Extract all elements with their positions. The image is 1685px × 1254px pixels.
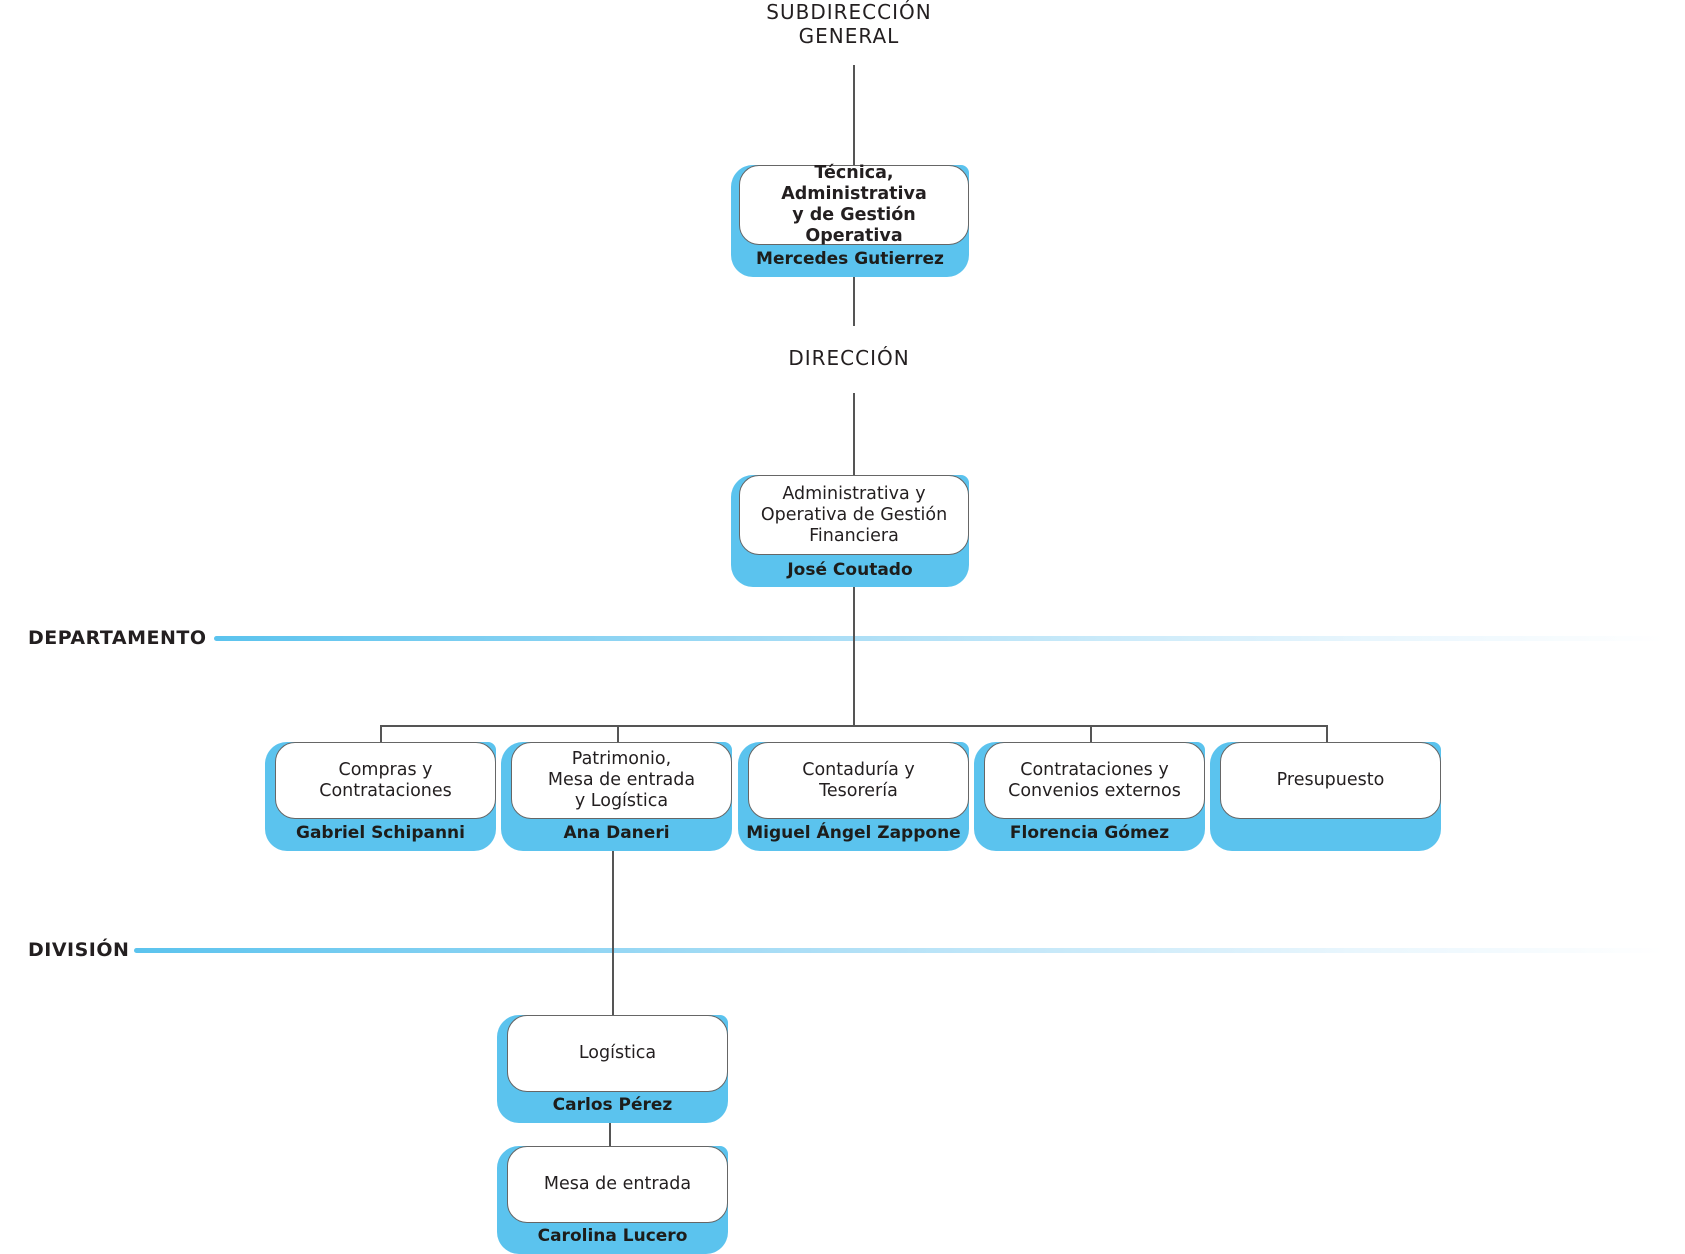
node-person: Ana Daneri [563,823,670,843]
connector-bus-presupuesto [1326,725,1328,743]
node-person: Florencia Gómez [1009,823,1170,843]
node-title: Administrativa y Operativa de Gestión Fi… [739,475,969,555]
node-mesa-de-entrada: Mesa de entrada Carolina Lucero [497,1146,728,1254]
connector-direccion-administrativa [853,393,855,476]
node-title: Contrataciones y Convenios externos [984,742,1205,819]
band-label-departamento: DEPARTAMENTO [28,627,207,649]
node-person: Carolina Lucero [537,1226,688,1246]
node-title: Mesa de entrada [507,1146,728,1223]
node-title: Logística [507,1015,728,1092]
node-person: Gabriel Schipanni [295,823,465,843]
connector-bus-patrimonio [617,725,619,743]
node-person: José Coutado [787,560,913,580]
node-presupuesto: Presupuesto [1210,742,1441,851]
node-patrimonio: Patrimonio, Mesa de entrada y Logística … [501,742,732,851]
connector-bus-contrataciones [1090,725,1092,743]
node-title: Contaduría y Tesorería [748,742,969,819]
band-line-departamento [214,636,1664,641]
node-title: Técnica, Administrativa y de Gestión Ope… [739,163,969,246]
node-person: Mercedes Gutierrez [756,249,944,269]
connector-administrativa-departamentos [853,586,855,726]
node-tecnica-administrativa: Técnica, Administrativa y de Gestión Ope… [731,163,969,277]
connector-departamentos-bus [380,725,1326,727]
band-line-division [134,948,1664,953]
node-logistica: Logística Carlos Pérez [497,1015,728,1123]
connector-subdireccion-tecnica [853,65,855,166]
node-compras: Compras y Contrataciones Gabriel Schipan… [265,742,496,851]
node-administrativa-operativa: Administrativa y Operativa de Gestión Fi… [731,475,969,587]
node-contaduria: Contaduría y Tesorería Miguel Ángel Zapp… [738,742,969,851]
level-subdireccion-general: SUBDIRECCIÓN GENERAL [766,0,932,48]
band-label-division: DIVISIÓN [28,939,130,961]
node-title: Presupuesto [1220,742,1441,819]
level-direccion: DIRECCIÓN [788,346,910,370]
connector-patrimonio-logistica [612,851,614,1016]
connector-bus-compras [380,725,382,743]
node-person: Carlos Pérez [552,1095,673,1115]
node-title: Compras y Contrataciones [275,742,496,819]
connector-tecnica-direccion [853,276,855,326]
node-person: Miguel Ángel Zappone [746,823,961,843]
node-title: Patrimonio, Mesa de entrada y Logística [511,742,732,819]
node-contrataciones: Contrataciones y Convenios externos Flor… [974,742,1205,851]
connector-logistica-mesa [609,1122,611,1147]
